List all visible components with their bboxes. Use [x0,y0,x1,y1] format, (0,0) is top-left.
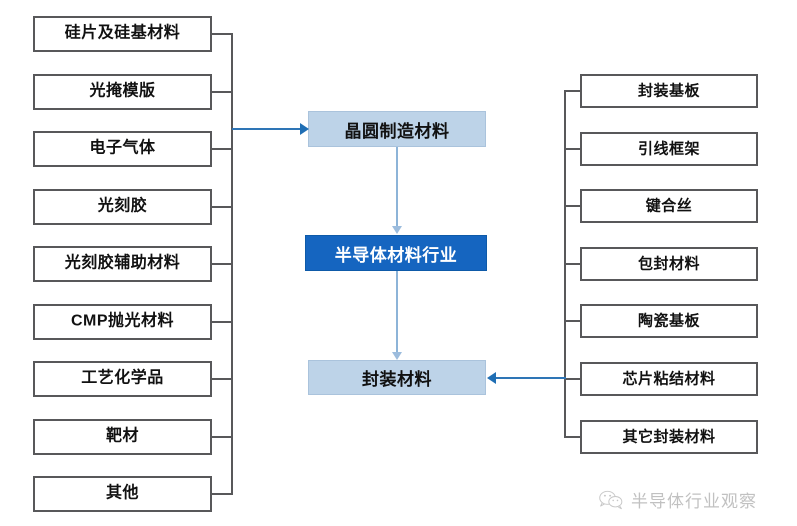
arrow-right-to-package-line [496,377,566,379]
left-node-2[interactable]: 光掩模版 [33,74,212,110]
left-stub-8 [212,436,233,438]
left-node-5[interactable]: 光刻胶辅助材料 [33,246,212,282]
right-node-4-label: 包封材料 [637,255,700,272]
right-node-1-label: 封装基板 [637,82,700,99]
left-stub-5 [212,263,233,265]
left-node-2-label: 光掩模版 [89,82,156,100]
arrow-left-to-wafer-head-icon [300,123,309,135]
arrow-hub-to-package-line [396,271,398,353]
left-node-5-label: 光刻胶辅助材料 [64,254,181,272]
left-node-8[interactable]: 靶材 [33,419,212,455]
arrow-wafer-to-hub-head-icon [392,226,402,234]
arrow-wafer-to-hub-line [396,147,398,227]
right-node-5-label: 陶瓷基板 [637,312,700,329]
right-node-3-label: 键合丝 [645,197,693,214]
arrow-left-to-wafer-line [232,128,302,130]
right-node-7[interactable]: 其它封装材料 [580,420,758,454]
arrow-right-to-package-head-icon [487,372,496,384]
center-node-packaging-materials-label: 封装材料 [362,370,432,389]
left-stub-3 [212,148,233,150]
watermark: 半导体行业观察 [598,487,757,512]
left-node-6-label: CMP抛光材料 [70,312,175,330]
right-node-5[interactable]: 陶瓷基板 [580,304,758,338]
right-stub-1 [564,90,581,92]
left-stub-9 [212,493,233,495]
right-stub-7 [564,436,581,438]
center-node-industry-hub-label: 半导体材料行业 [334,245,458,265]
center-node-industry-hub[interactable]: 半导体材料行业 [305,235,487,271]
wechat-logo-icon [599,490,623,509]
right-node-1[interactable]: 封装基板 [580,74,758,108]
right-node-4[interactable]: 包封材料 [580,247,758,281]
left-node-4[interactable]: 光刻胶 [33,189,212,225]
left-node-7[interactable]: 工艺化学品 [33,361,212,397]
center-node-packaging-materials[interactable]: 封装材料 [308,360,486,395]
left-stub-6 [212,321,233,323]
center-node-wafer-materials-label: 晶圆制造材料 [344,121,450,141]
watermark-text: 半导体行业观察 [631,492,757,511]
left-stub-7 [212,378,233,380]
right-stub-3 [564,205,581,207]
left-node-6[interactable]: CMP抛光材料 [33,304,212,340]
left-stub-2 [212,91,233,93]
right-node-7-label: 其它封装材料 [622,428,716,445]
left-node-3[interactable]: 电子气体 [33,131,212,167]
right-node-3[interactable]: 键合丝 [580,189,758,223]
right-stub-5 [564,320,581,322]
right-node-2[interactable]: 引线框架 [580,132,758,166]
left-node-8-label: 靶材 [105,427,139,445]
right-stub-2 [564,148,581,150]
left-node-7-label: 工艺化学品 [81,369,164,387]
left-stub-4 [212,206,233,208]
left-node-9[interactable]: 其他 [33,476,212,512]
right-node-2-label: 引线框架 [637,140,700,157]
left-node-1-label: 硅片及硅基材料 [64,24,181,42]
left-node-1[interactable]: 硅片及硅基材料 [33,16,212,52]
left-node-3-label: 电子气体 [89,139,156,157]
right-node-6[interactable]: 芯片粘结材料 [580,362,758,396]
right-stub-4 [564,263,581,265]
right-node-6-label: 芯片粘结材料 [622,370,716,387]
right-stub-6 [564,378,581,380]
left-node-4-label: 光刻胶 [97,197,148,215]
arrow-hub-to-package-head-icon [392,352,402,360]
center-node-wafer-materials[interactable]: 晶圆制造材料 [308,111,486,147]
left-stub-1 [212,33,233,35]
left-node-9-label: 其他 [105,484,139,502]
